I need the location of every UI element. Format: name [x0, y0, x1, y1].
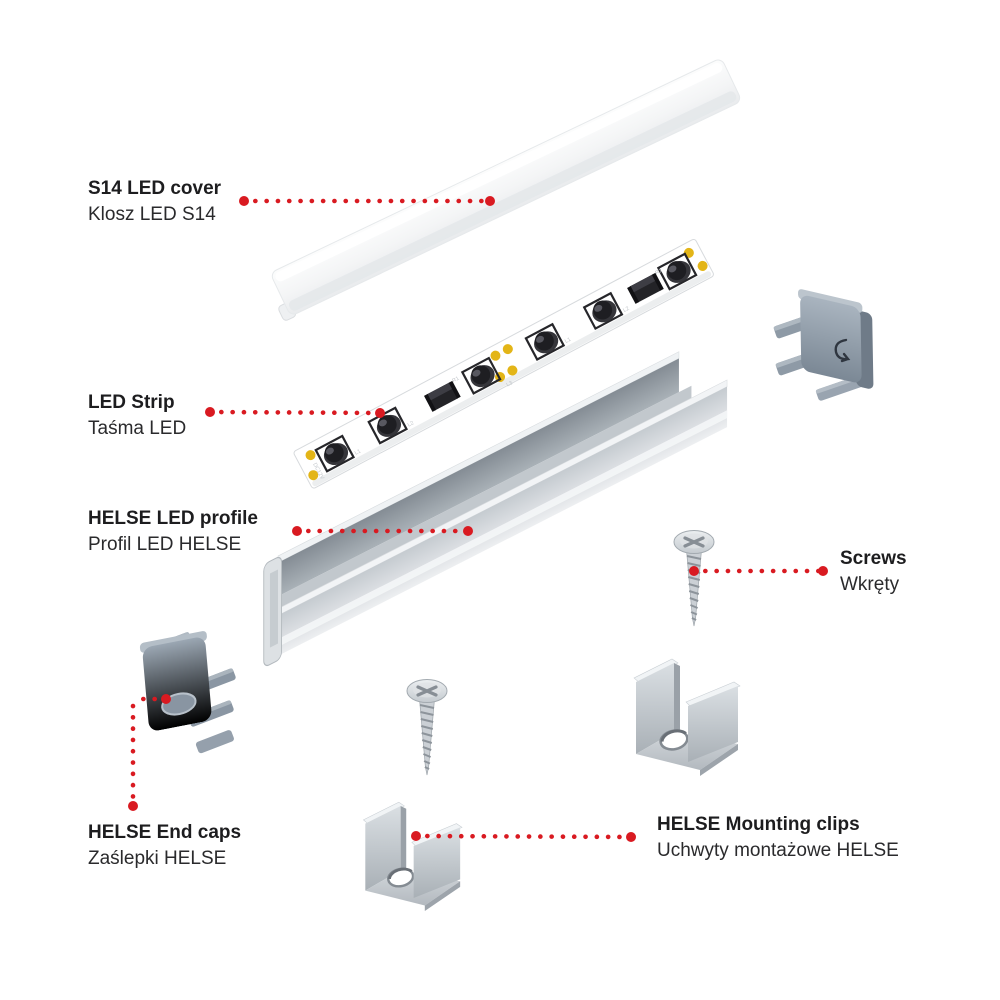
mounting-clip-center [362, 800, 464, 913]
label-led-profile-pl: Profil LED HELSE [88, 534, 242, 555]
leader-clips [411, 831, 636, 842]
marking-l3: L3 [506, 380, 514, 388]
label-led-profile: HELSE LED profile Profil LED HELSE [88, 506, 258, 558]
led-cover [271, 59, 741, 321]
led-profile [263, 351, 728, 667]
led-strip: DC12V L1 L2 R1 L3 L1 L2 R1 [293, 238, 714, 489]
end-cap-left [139, 631, 236, 754]
end-cap-hook-mark [834, 338, 851, 363]
label-end-caps-en: HELSE End caps [88, 822, 242, 843]
mounting-clip-right [632, 657, 742, 778]
label-led-profile-en: HELSE LED profile [88, 508, 258, 529]
label-mounting-clips: HELSE Mounting clips Uchwyty montażowe H… [657, 812, 899, 864]
leader-cover [239, 196, 495, 206]
leader-lines [128, 196, 828, 842]
label-end-caps-pl: Zaślepki HELSE [88, 848, 227, 869]
leader-endcaps [128, 694, 171, 811]
label-screws-en: Screws [840, 548, 907, 569]
marking-l2b: L2 [622, 306, 630, 314]
leader-strip [205, 407, 385, 418]
label-led-strip-pl: Taśma LED [88, 418, 187, 439]
marking-r1: R1 [451, 376, 460, 385]
marking-l2: L2 [407, 420, 415, 428]
label-led-strip-en: LED Strip [88, 392, 175, 413]
leader-profile [292, 526, 473, 536]
label-led-cover-en: S14 LED cover [88, 178, 222, 199]
label-led-strip: LED Strip Taśma LED [88, 390, 186, 442]
label-screws-pl: Wkręty [840, 574, 900, 595]
screw-right [672, 528, 716, 628]
label-led-cover: S14 LED cover Klosz LED S14 [88, 176, 221, 228]
leader-screws [689, 566, 828, 576]
marking-l1: L1 [354, 448, 362, 456]
marking-l1b: L1 [564, 337, 572, 345]
marking-r1b: R1 [654, 268, 663, 277]
label-led-cover-pl: Klosz LED S14 [88, 204, 216, 225]
screw-center [405, 677, 449, 777]
label-end-caps: HELSE End caps Zaślepki HELSE [88, 820, 241, 872]
end-cap-right [773, 289, 874, 401]
label-screws: Screws Wkręty [840, 546, 907, 598]
label-mounting-clips-pl: Uchwyty montażowe HELSE [657, 840, 899, 861]
label-mounting-clips-en: HELSE Mounting clips [657, 814, 860, 835]
